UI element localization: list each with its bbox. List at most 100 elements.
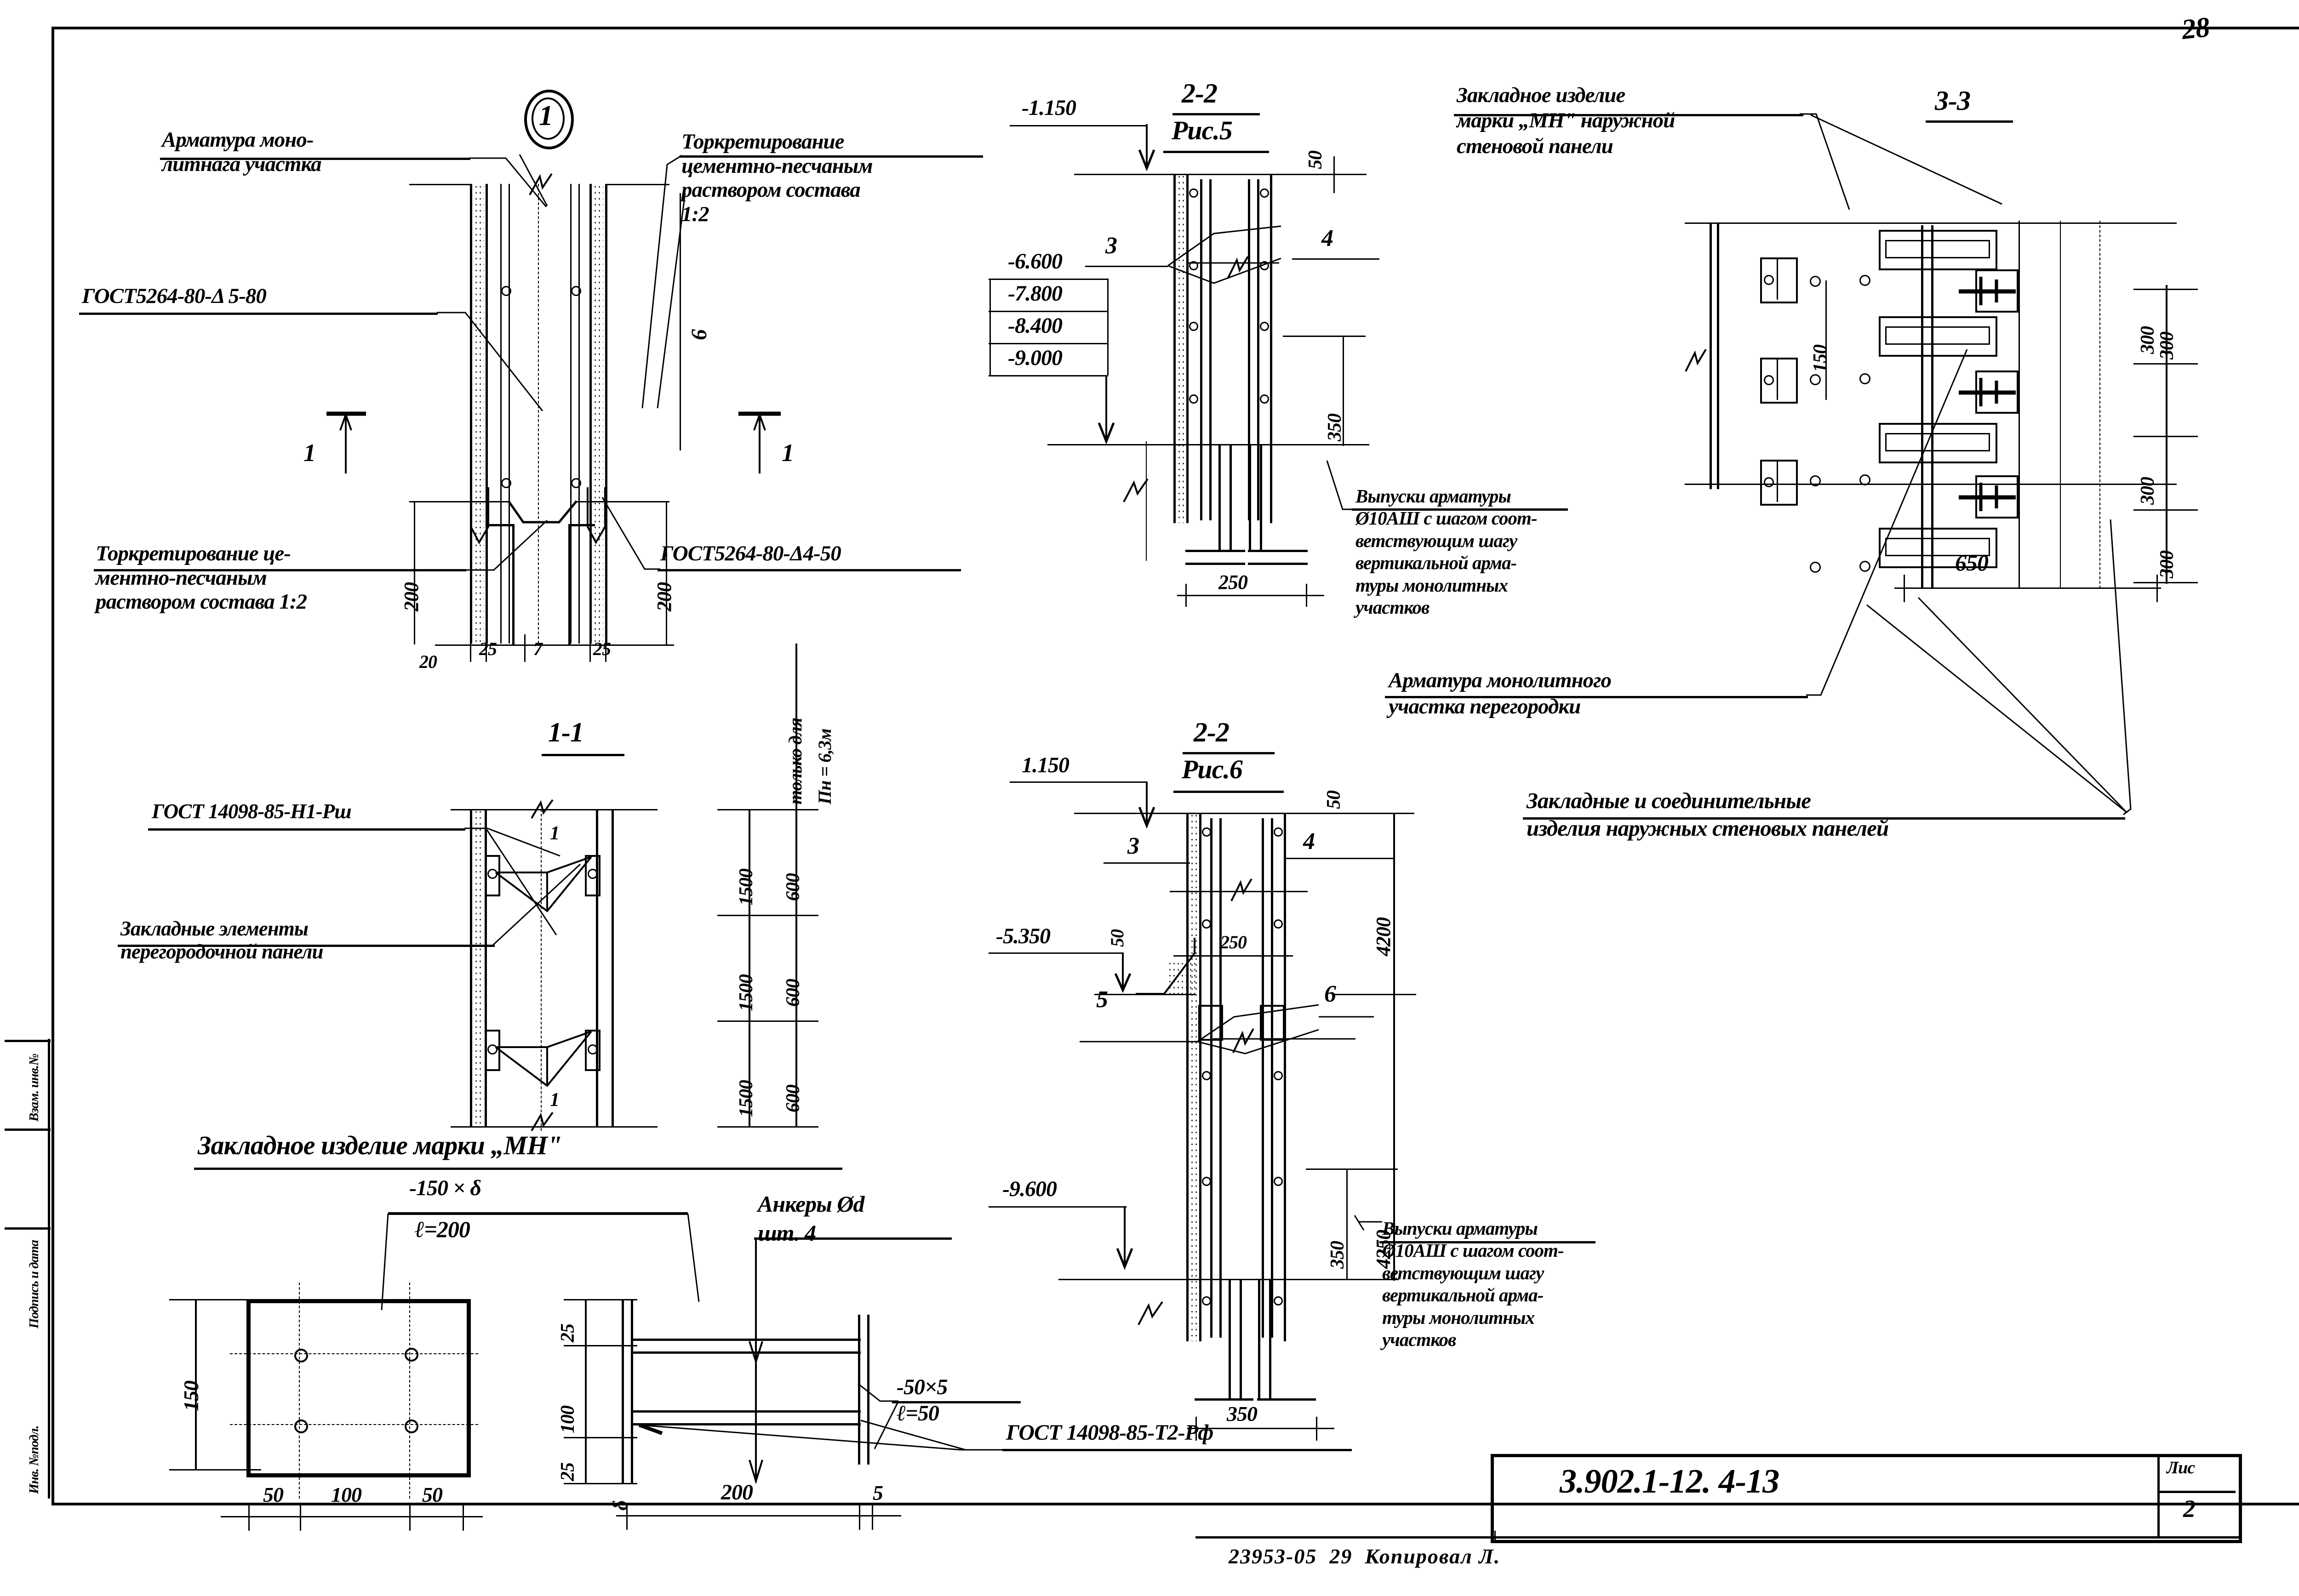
s22f6-callout4-line (1284, 858, 1394, 859)
mn-plate-len: ℓ=200 (415, 1216, 470, 1242)
mn-anchors-label: Анкеры Ød шт. 4 (758, 1191, 864, 1246)
mn-plate-cl-h2 (230, 1424, 478, 1425)
s33-conn-2 (1879, 316, 1997, 357)
detail-bubble-1-inner (532, 97, 565, 140)
s33-dim-300-b: 300 (2156, 332, 2178, 359)
s22f5-hole-7 (1189, 394, 1198, 404)
mn-gost-t2-underline (1002, 1449, 1352, 1451)
section-arrow-right (738, 411, 781, 473)
s22f6-dim-tick-2 (1333, 994, 1416, 995)
title-block (1491, 1454, 2242, 1543)
s22f5-level-table-left (989, 279, 991, 375)
s33-embed-1-bolt (1764, 275, 1774, 285)
leader-torkret-left-underline (94, 569, 466, 571)
mn-dim-200-t3 (872, 1504, 873, 1530)
s22f5-stem-4 (1260, 444, 1262, 550)
s33-embed-1-div (1777, 257, 1778, 300)
s22f5-top-edge (1074, 174, 1359, 175)
mn-plate-cl-v2 (409, 1282, 410, 1499)
mn-anchor-hole-4 (405, 1419, 418, 1433)
s22f6-hole-9 (1202, 1296, 1211, 1305)
s22f5-level-3-line (989, 343, 1108, 344)
s22f6-break-left (1138, 1301, 1163, 1325)
mn-plate-cl-v1 (299, 1282, 300, 1499)
mn-anchors-leader (749, 1237, 763, 1484)
s33-dim-650-line (1894, 587, 2161, 589)
title-block-subdivider (2157, 1491, 2236, 1493)
mn-dim-50a: 50 (263, 1483, 284, 1506)
s22f6-break-a (1230, 878, 1252, 901)
mn-anchor-hole-2 (405, 1348, 418, 1362)
s11-dimtick-3 (717, 1020, 818, 1022)
s33-dimtick-1 (2133, 289, 2198, 290)
s22f6-dim-350b-t2 (1316, 1417, 1317, 1441)
s22f6-note: Выпуски арматуры Ø10АШ с шагом соот- вет… (1382, 1218, 1564, 1350)
s33-embed-3 (1760, 460, 1798, 506)
s33-embed-1 (1760, 257, 1798, 303)
mn-anchor-top-end2 (867, 1315, 869, 1393)
s22f5-hole-3 (1189, 261, 1198, 270)
mn-dim-150: 150 (179, 1381, 203, 1411)
s33-dimtick-4 (2133, 509, 2198, 511)
s22f6-plate-l (1198, 1005, 1223, 1041)
s22f6-left-inner (1199, 813, 1201, 1341)
s33-dimtick-5 (2133, 582, 2198, 583)
s22f5-right-outer (1270, 174, 1272, 523)
detail1-top-edge-left (409, 184, 470, 185)
mn-side-dim-100: 100 (557, 1406, 578, 1433)
detail1-mid-edge-right (577, 501, 669, 502)
s11-bolt-4 (588, 1044, 598, 1054)
s22f6-dim-350a-line (1346, 1168, 1348, 1279)
mn-anchor-top-a2 (763, 1339, 861, 1341)
leader-gost5264a4-underline (658, 569, 961, 571)
s22f5-dim-250-t2 (1306, 584, 1307, 607)
mn-anchor-top-end (858, 1315, 860, 1393)
label-gost-14098-h1: ГОСТ 14098-85-Н1-Рш (152, 800, 352, 823)
mn-dim-100: 100 (331, 1483, 362, 1506)
dim-20: 20 (419, 651, 437, 672)
field-inv-podl: Инв. №подл. (27, 1425, 41, 1494)
s22f6-dim-350b-line (1187, 1428, 1334, 1429)
mn-anchor-bot-b (631, 1423, 861, 1425)
s33-hole-b (1859, 275, 1870, 286)
tick-d (589, 634, 591, 662)
s33-dimtick-3 (2133, 436, 2198, 437)
mn-bar-spec: -50×5 ℓ=50 (897, 1375, 948, 1425)
s22f6-level-mid-line (989, 952, 1123, 954)
s22f5-callout-line-r (1292, 258, 1379, 260)
s22f6-level-bottom-arrow (1116, 1206, 1133, 1270)
detail1-panel-right-inner (589, 184, 592, 644)
s22f5-grid-v (1146, 441, 1147, 561)
leader-torkret-right-line2 (657, 193, 686, 409)
s22f6-dim-350b-t1 (1195, 1417, 1197, 1441)
s22f6-break-b (1232, 1028, 1254, 1053)
mn-side-tick2 (564, 1345, 637, 1346)
mn-anchor-bot-end (858, 1386, 860, 1465)
s22f5-stem-1 (1218, 444, 1221, 550)
s22f5-foot-2 (1248, 550, 1308, 552)
mn-anchors-underline (754, 1237, 952, 1240)
s22f6-note-leader (1354, 1215, 1382, 1231)
detail1-lower-bar-right (568, 524, 595, 526)
s33-embed-3-bolt (1764, 477, 1774, 487)
s22f6-level-top: 1.150 (1022, 753, 1069, 777)
mn-dim-200-t1 (626, 1504, 628, 1530)
s22f6-plate-r (1260, 1005, 1285, 1041)
s22f5-hatch (1177, 174, 1185, 523)
s22f5-callout-line-l (1085, 266, 1168, 267)
s22f6-hole-7 (1202, 1177, 1211, 1186)
mn-dim-200-t2 (859, 1504, 860, 1530)
s22f6-dim-50-mid: 50 (1107, 929, 1127, 947)
s22f6-hole-6 (1274, 1071, 1283, 1080)
s22f5-callout-4: 4 (1321, 225, 1333, 251)
s11-bolt-2 (588, 869, 598, 879)
s22f5-bar-r2 (1257, 179, 1259, 520)
s33-hole-a (1810, 276, 1821, 287)
s33-ref-v3 (2099, 221, 2100, 588)
s33-dim-300-d: 300 (2156, 551, 2178, 578)
s22f5-hole-5 (1189, 322, 1198, 331)
field-vzam-inv: Взам. инв.№ (27, 1054, 41, 1122)
s22f5-dim-50: 50 (1305, 151, 1326, 169)
mn-title-underline (194, 1168, 842, 1170)
